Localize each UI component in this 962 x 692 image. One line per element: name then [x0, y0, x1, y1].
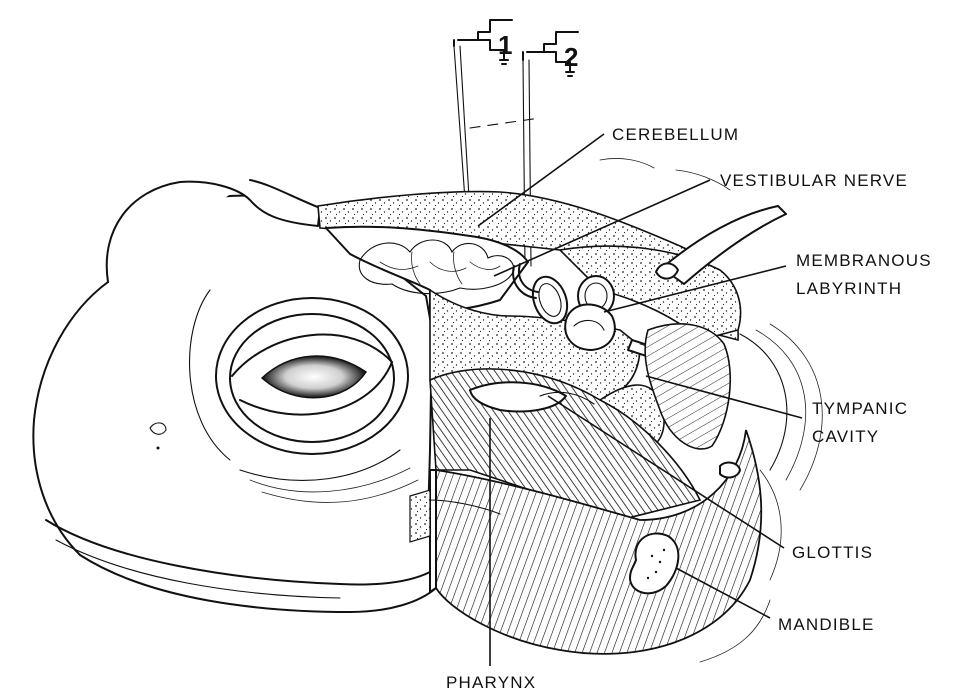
label-vestibular-nerve: VESTIBULAR NERVE [720, 171, 908, 190]
label-mandible: MANDIBLE [778, 615, 875, 634]
label-cerebellum: CEREBELLUM [612, 125, 739, 144]
label-cavity: CAVITY [812, 427, 879, 446]
frog-eye [216, 298, 408, 454]
electrode-2-number: 2 [564, 42, 578, 72]
label-tympanic: TYMPANIC [812, 399, 908, 418]
label-labyrinth: LABYRINTH [796, 279, 902, 298]
electrode-1-number: 1 [498, 30, 512, 60]
label-membranous: MEMBRANOUS [796, 251, 932, 270]
label-pharynx: PHARYNX [446, 673, 536, 692]
label-glottis: GLOTTIS [792, 543, 873, 562]
electrode-1-needle [454, 46, 470, 214]
